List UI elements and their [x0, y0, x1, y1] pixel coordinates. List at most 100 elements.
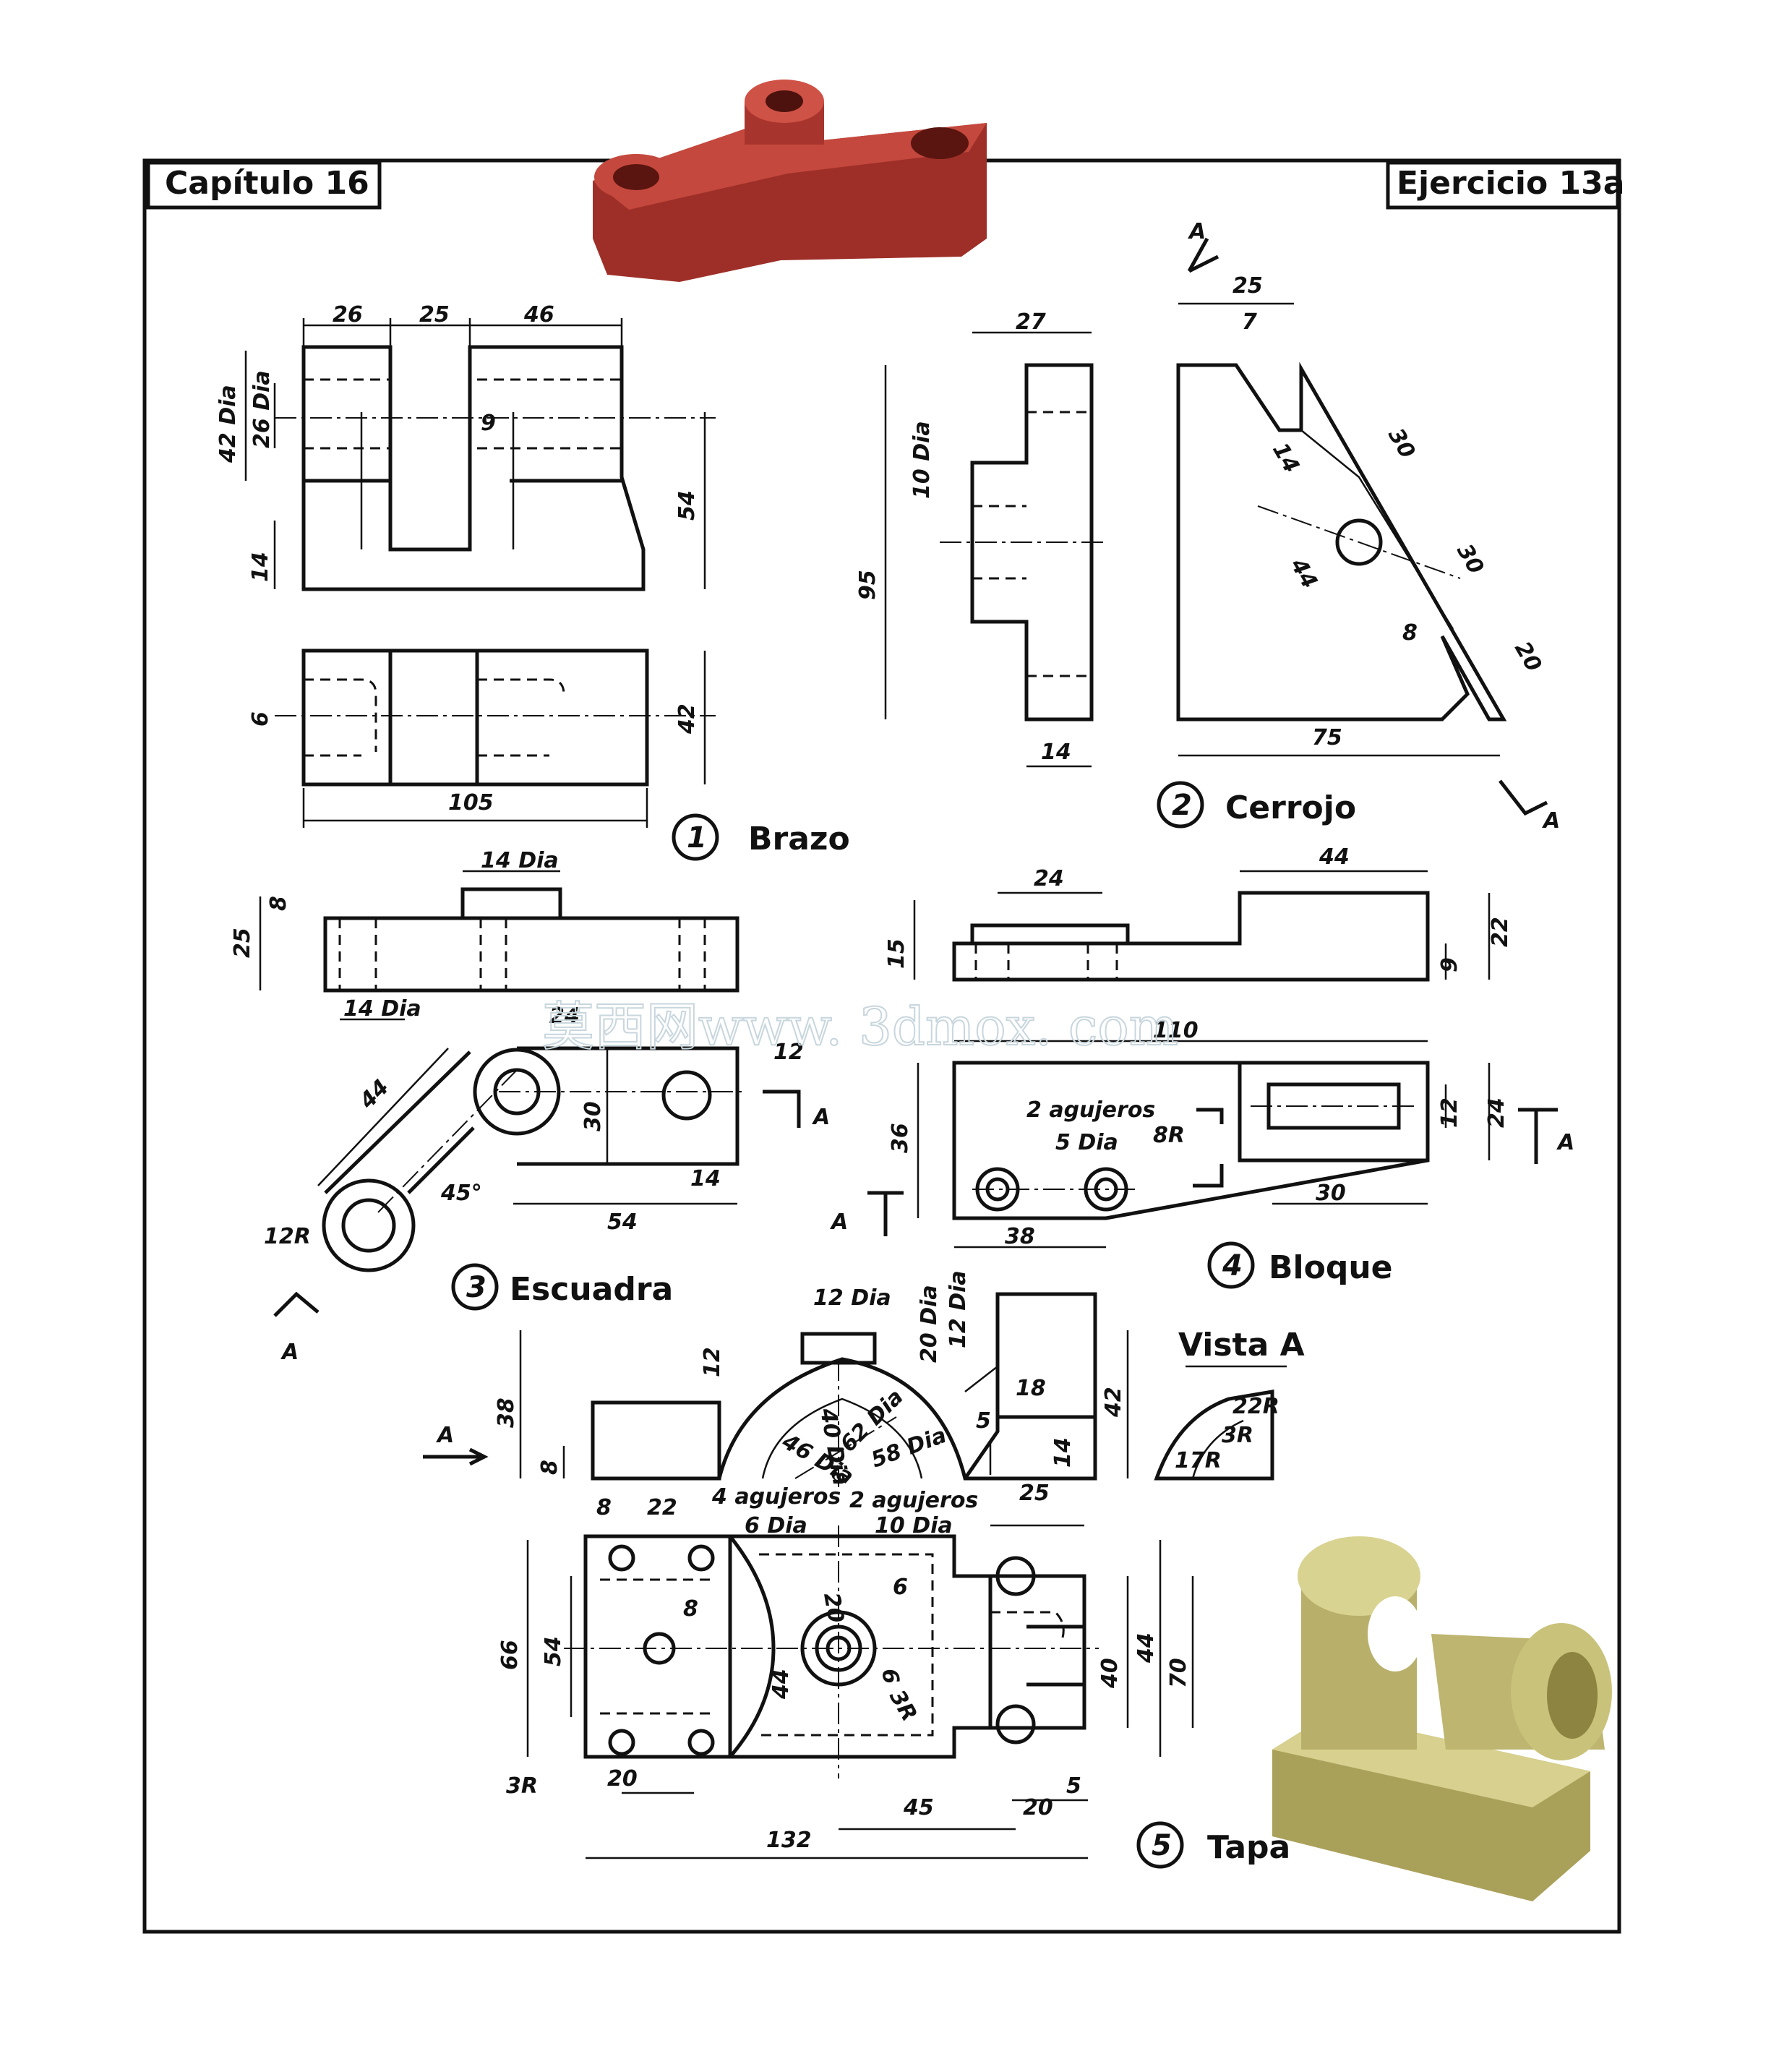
dim-bloque-30: 30: [1316, 1181, 1346, 1206]
part-number-5: 5: [1152, 1829, 1172, 1862]
dim-tapa-5: 5: [976, 1408, 991, 1434]
dim-cerrojo-95: 95: [855, 570, 880, 600]
dim-cerrojo-7: 7: [1242, 309, 1257, 335]
dim-bloque-5dia: 5 Dia: [1055, 1130, 1118, 1155]
dim-tapa-22: 22: [647, 1495, 677, 1520]
exercise-box: [1386, 160, 1620, 210]
dim-tapa-20: 20: [818, 1591, 849, 1624]
part-number-3: 3: [466, 1271, 486, 1304]
dim-bloque-44: 44: [1319, 844, 1350, 870]
dim-bloque-8r: 8R: [1153, 1123, 1185, 1148]
dim-tapa-20c: 20: [1023, 1795, 1053, 1820]
view-bloque-front: 110 36 2 agujeros 5 Dia 8R 12 24 30 38 A…: [830, 1018, 1574, 1249]
dim-cerrojo-10dia: 10 Dia: [909, 421, 935, 499]
dim-tapa-8: 8: [537, 1460, 562, 1475]
dim-brazo-25: 25: [419, 302, 450, 328]
view-brazo-top: [275, 648, 716, 828]
dim-tapa-66: 66: [497, 1640, 523, 1670]
dim-bloque-22: 22: [1488, 917, 1513, 947]
part-label-bloque: 4 Bloque: [1207, 1241, 1393, 1289]
view-tapa-top: 8 22 4 agujeros 6 Dia 2 agujeros 10 Dia …: [497, 1481, 1194, 1859]
dim-cerrojo-44: 44: [1285, 554, 1323, 594]
view-bloque-top: 24 44 15 9 22: [884, 844, 1513, 982]
watermark: 莫西网www. 3dmox. com: [542, 996, 1178, 1057]
dim-bloque-9: 9: [1437, 957, 1462, 972]
dim-tapa-3r-c: 3R: [506, 1773, 538, 1799]
dim-tapa-3r-b: 3R: [884, 1686, 922, 1726]
section-arrow-a4: A: [280, 1340, 299, 1365]
note-tapa-holes2: 2 agujeros: [849, 1488, 978, 1513]
dim-tapa-12: 12: [700, 1347, 725, 1377]
dim-cerrojo-30b: 30: [1452, 540, 1488, 579]
part-label-tapa: 5 Tapa: [1136, 1821, 1290, 1869]
view-escuadra-front: 24 12 44 30 45° 14 54 12R A A: [264, 1003, 830, 1365]
exercise-label: Ejercicio 13a: [1397, 165, 1624, 202]
dim-tapa-8b: 8: [596, 1495, 612, 1520]
view-brazo-front: [275, 345, 716, 591]
dim-escuadra-24: 24: [549, 1003, 580, 1029]
dim-tapa-18: 18: [1016, 1376, 1046, 1401]
dim-escuadra-8: 8: [266, 896, 291, 911]
section-arrow-a1: A: [1188, 219, 1206, 244]
dim-tapa-14: 14: [1050, 1437, 1076, 1468]
render-red-part: [593, 80, 987, 282]
part-number-2: 2: [1172, 789, 1192, 822]
dim-tapa-6b: 6: [876, 1666, 904, 1686]
dim-bloque-110: 110: [1153, 1018, 1199, 1043]
dim-cerrojo-30a: 30: [1383, 424, 1420, 463]
dim-tapa-6a: 6: [893, 1575, 908, 1600]
dim-brazo-26: 26: [333, 302, 363, 328]
section-arrow-a3: A: [812, 1105, 830, 1130]
dim-brazo-46: 46: [523, 302, 554, 328]
dim-brazo-42dia: 42 Dia: [215, 385, 241, 463]
dim-cerrojo-75: 75: [1312, 725, 1342, 750]
part-name-cerrojo: Cerrojo: [1225, 789, 1356, 826]
dim-brazo-9: 9: [481, 411, 496, 436]
dim-cerrojo-14: 14: [1041, 740, 1071, 765]
dim-tapa-70: 70: [1166, 1658, 1191, 1688]
dim-bloque-12: 12: [1437, 1097, 1462, 1128]
dim-escuadra-30: 30: [580, 1101, 606, 1131]
dim-tapa-22r: 22R: [1232, 1394, 1279, 1419]
dim-tapa-25: 25: [1019, 1481, 1050, 1506]
part-label-cerrojo: 2 Cerrojo: [1157, 781, 1356, 829]
dim-tapa-20dia: 20 Dia: [917, 1285, 942, 1363]
dim-tapa-12dia-b: 12 Dia: [946, 1270, 971, 1348]
dim-tapa-132: 132: [766, 1828, 812, 1853]
dim-tapa-6dia: 6 Dia: [745, 1513, 807, 1538]
dim-brazo-14: 14: [248, 552, 273, 582]
view-tapa-detail-a: Vista A 22R 3R 17R: [1154, 1327, 1305, 1481]
dim-bloque-36: 36: [888, 1123, 913, 1153]
note-tapa-holes4: 4 agujeros: [711, 1484, 841, 1510]
view-escuadra-top: 14 Dia 8 25 14 Dia: [230, 848, 739, 1022]
part-number-4: 4: [1222, 1249, 1243, 1283]
dim-escuadra-44: 44: [354, 1074, 394, 1114]
dim-brazo-42: 42: [674, 703, 700, 735]
section-arrow-a6: A: [830, 1210, 848, 1235]
dim-cerrojo-14b: 14: [1267, 439, 1304, 478]
part-label-escuadra: 3 Escuadra: [451, 1263, 673, 1311]
chapter-label: Capítulo 16: [165, 165, 369, 202]
dim-cerrojo-27: 27: [1016, 309, 1046, 335]
dim-bloque-24: 24: [1034, 866, 1064, 891]
dim-escuadra-12: 12: [773, 1040, 804, 1065]
view-cerrojo-side: 27 10 Dia 95 14: [855, 309, 1106, 768]
dim-tapa-8c: 8: [683, 1596, 698, 1622]
dim-tapa-45: 45: [903, 1795, 934, 1820]
dim-escuadra-14: 14: [690, 1166, 721, 1191]
dim-tapa-5b: 5: [1066, 1773, 1081, 1799]
dim-escuadra-14dia-b: 14 Dia: [343, 996, 421, 1022]
chapter-box: [146, 160, 382, 210]
dim-tapa-54: 54: [541, 1636, 566, 1666]
dim-escuadra-54: 54: [607, 1210, 638, 1235]
view-a-label: Vista A: [1178, 1327, 1305, 1364]
dim-brazo-26dia: 26 Dia: [249, 370, 275, 448]
dim-bloque-38: 38: [1005, 1224, 1035, 1249]
render-gold-part: [1272, 1536, 1612, 1901]
part-name-escuadra: Escuadra: [510, 1271, 673, 1308]
part-name-bloque: Bloque: [1269, 1249, 1393, 1286]
dim-escuadra-14dia: 14 Dia: [481, 848, 559, 873]
dim-tapa-10dia: 10 Dia: [875, 1513, 953, 1538]
dim-bloque-24b: 24: [1484, 1097, 1509, 1128]
dim-tapa-44b: 44: [1133, 1632, 1159, 1664]
